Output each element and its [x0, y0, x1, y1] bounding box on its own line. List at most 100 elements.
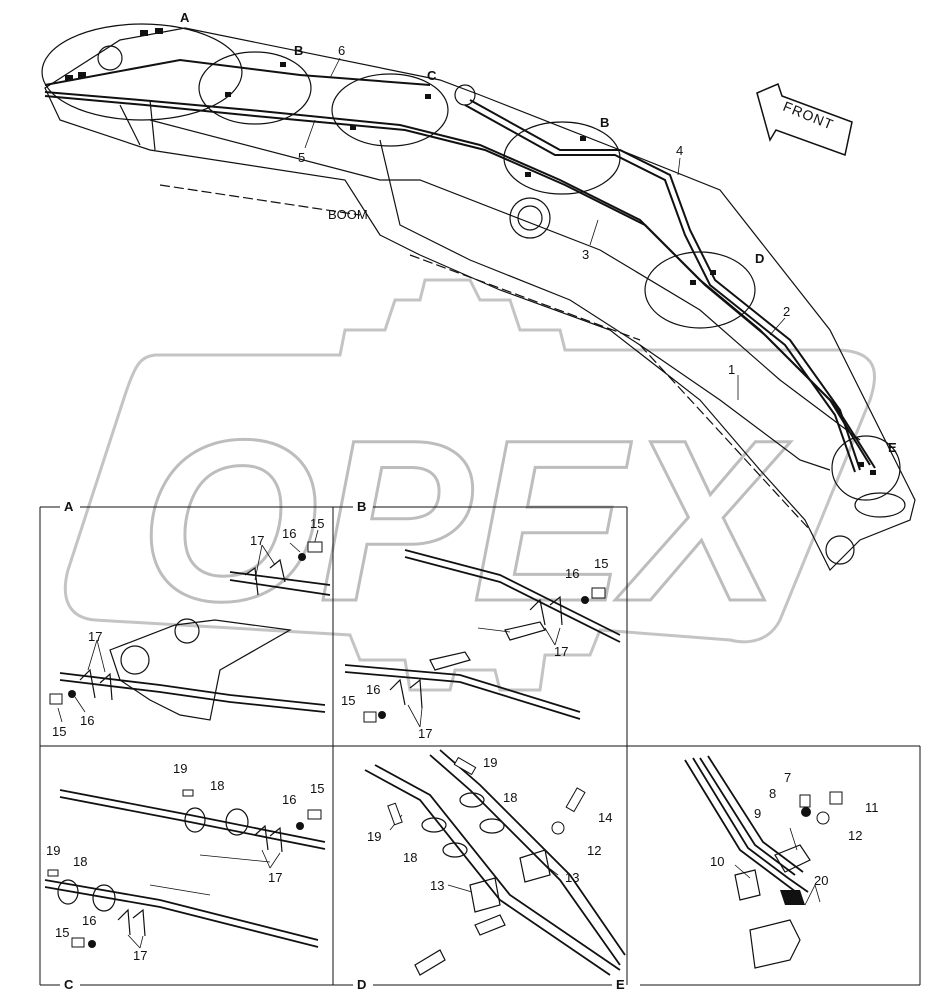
part-number-4: 4	[676, 143, 683, 158]
detail-b-bolt-lower-icon	[363, 711, 377, 723]
detail-d-clamp-right	[519, 849, 551, 883]
detail-d-fitting-18a	[421, 817, 447, 833]
leader-5	[304, 119, 316, 149]
detail-e-label-10: 10	[710, 854, 724, 869]
detail-a-label-16b: 16	[80, 713, 94, 728]
detail-b-label-17a: 17	[554, 644, 568, 659]
boom-hidden-line	[159, 184, 361, 216]
detail-d: D 19 18 14 19 12 18 13 13	[357, 749, 626, 992]
detail-a: A 17 16 15 17 15 16	[49, 499, 331, 739]
boom-cylinder-boss-inner	[517, 205, 543, 231]
detail-c-clamp-lower	[117, 908, 146, 937]
detail-c-label-19b: 19	[46, 843, 60, 858]
part-number-5: 5	[298, 150, 305, 165]
detail-e-boom-end	[749, 919, 801, 969]
detail-d-label-18a: 18	[503, 790, 517, 805]
front-arrow-shape	[756, 82, 853, 156]
detail-d-label-12: 12	[587, 843, 601, 858]
detail-e-pipe-b	[699, 755, 804, 876]
detail-c-label-17b: 17	[133, 948, 147, 963]
detail-b-label-15a: 15	[594, 556, 608, 571]
pipe-1	[44, 95, 876, 469]
detail-c-coupling-lower	[57, 879, 79, 905]
detail-c-label-19a: 19	[173, 761, 187, 776]
detail-b-bolt-icon	[591, 587, 606, 599]
detail-c-coupling-upper-b	[225, 808, 249, 836]
leader-2	[769, 317, 786, 336]
detail-c-label-18b: 18	[73, 854, 87, 869]
detail-circle-d	[644, 251, 756, 329]
detail-e-label-7: 7	[784, 770, 791, 785]
boom-side-plate	[379, 139, 831, 471]
detail-a-label-15a: 15	[310, 516, 324, 531]
detail-d-bracket	[474, 914, 506, 936]
detail-c-label-16b: 16	[82, 913, 96, 928]
detail-b-title: B	[357, 499, 366, 514]
detail-c-washer-lower-icon	[88, 940, 96, 948]
detail-e-label-9: 9	[754, 806, 761, 821]
detail-e-bolt-11-icon	[829, 791, 843, 805]
detail-a-pipe-lower	[59, 672, 326, 713]
callout-c: C	[427, 68, 437, 83]
detail-circle-e	[831, 435, 901, 501]
boom-cylinder-boss	[509, 197, 551, 239]
detail-circle-b1	[198, 51, 312, 125]
detail-b-pipe-lower	[344, 664, 581, 720]
detail-a-label-17b: 17	[88, 629, 102, 644]
detail-d-pipe-left	[364, 764, 621, 976]
detail-c-title: C	[64, 977, 74, 992]
detail-e-label-8: 8	[769, 786, 776, 801]
detail-b-pipe-upper	[404, 549, 621, 643]
front-arrow: FRONT	[756, 82, 853, 156]
leader-4	[677, 157, 681, 176]
detail-b-label-17b: 17	[418, 726, 432, 741]
detail-d-bracket-lower	[414, 949, 446, 976]
detail-c-label-18a: 18	[210, 778, 224, 793]
detail-b-washer-lower-icon	[378, 711, 386, 719]
detail-d-label-18b: 18	[403, 850, 417, 865]
detail-c-label-16a: 16	[282, 792, 296, 807]
watermark-text: OPEX	[140, 392, 791, 649]
watermark: OPEX	[63, 278, 877, 692]
detail-frames	[39, 506, 921, 986]
detail-c-bolt-lower-icon	[71, 937, 85, 948]
pipe-4-2b	[464, 104, 856, 473]
detail-a-pin	[174, 618, 200, 644]
detail-a-clamp-upper	[244, 558, 286, 596]
detail-c-bolt-icon	[307, 809, 322, 820]
boom-label: BOOM	[328, 207, 368, 222]
detail-a-label-17a: 17	[250, 533, 264, 548]
detail-d-label-19a: 19	[483, 755, 497, 770]
detail-b-clamp-upper	[529, 595, 563, 626]
detail-b-label-16b: 16	[366, 682, 380, 697]
boom-hidden-line	[409, 254, 641, 341]
detail-e-bracket	[734, 869, 761, 901]
detail-a-bolt-lower-icon	[49, 693, 63, 705]
detail-a-label-16a: 16	[282, 526, 296, 541]
boom-nose-boss	[854, 492, 906, 518]
detail-e-bolt-7-icon	[799, 794, 811, 808]
part-number-1: 1	[728, 362, 735, 377]
callout-d: D	[755, 251, 764, 266]
detail-c-bolt-19-icon	[182, 789, 194, 797]
boom-detail-line	[119, 104, 141, 146]
detail-circle-c	[331, 73, 449, 147]
detail-e: E 7 8 11 9 12 10 20	[616, 755, 879, 992]
detail-a-clamp-lower	[79, 668, 113, 701]
callout-b1: B	[294, 43, 303, 58]
boom-outline	[44, 27, 916, 572]
detail-d-washer-12-icon	[551, 821, 565, 835]
detail-c-clamp-upper	[254, 824, 283, 853]
boom-foot-pin	[97, 45, 123, 71]
callout-b2: B	[600, 115, 609, 130]
detail-a-bolt-icon	[307, 541, 323, 553]
detail-e-title: E	[616, 977, 625, 992]
detail-b-bracket-lower	[429, 651, 471, 671]
detail-e-washer-8-icon	[801, 807, 811, 817]
pipe-6	[44, 58, 431, 86]
callout-e: E	[888, 440, 897, 455]
detail-c-coupling-upper	[184, 807, 206, 833]
detail-c-washer-icon	[296, 822, 304, 830]
detail-d-label-13a: 13	[430, 878, 444, 893]
